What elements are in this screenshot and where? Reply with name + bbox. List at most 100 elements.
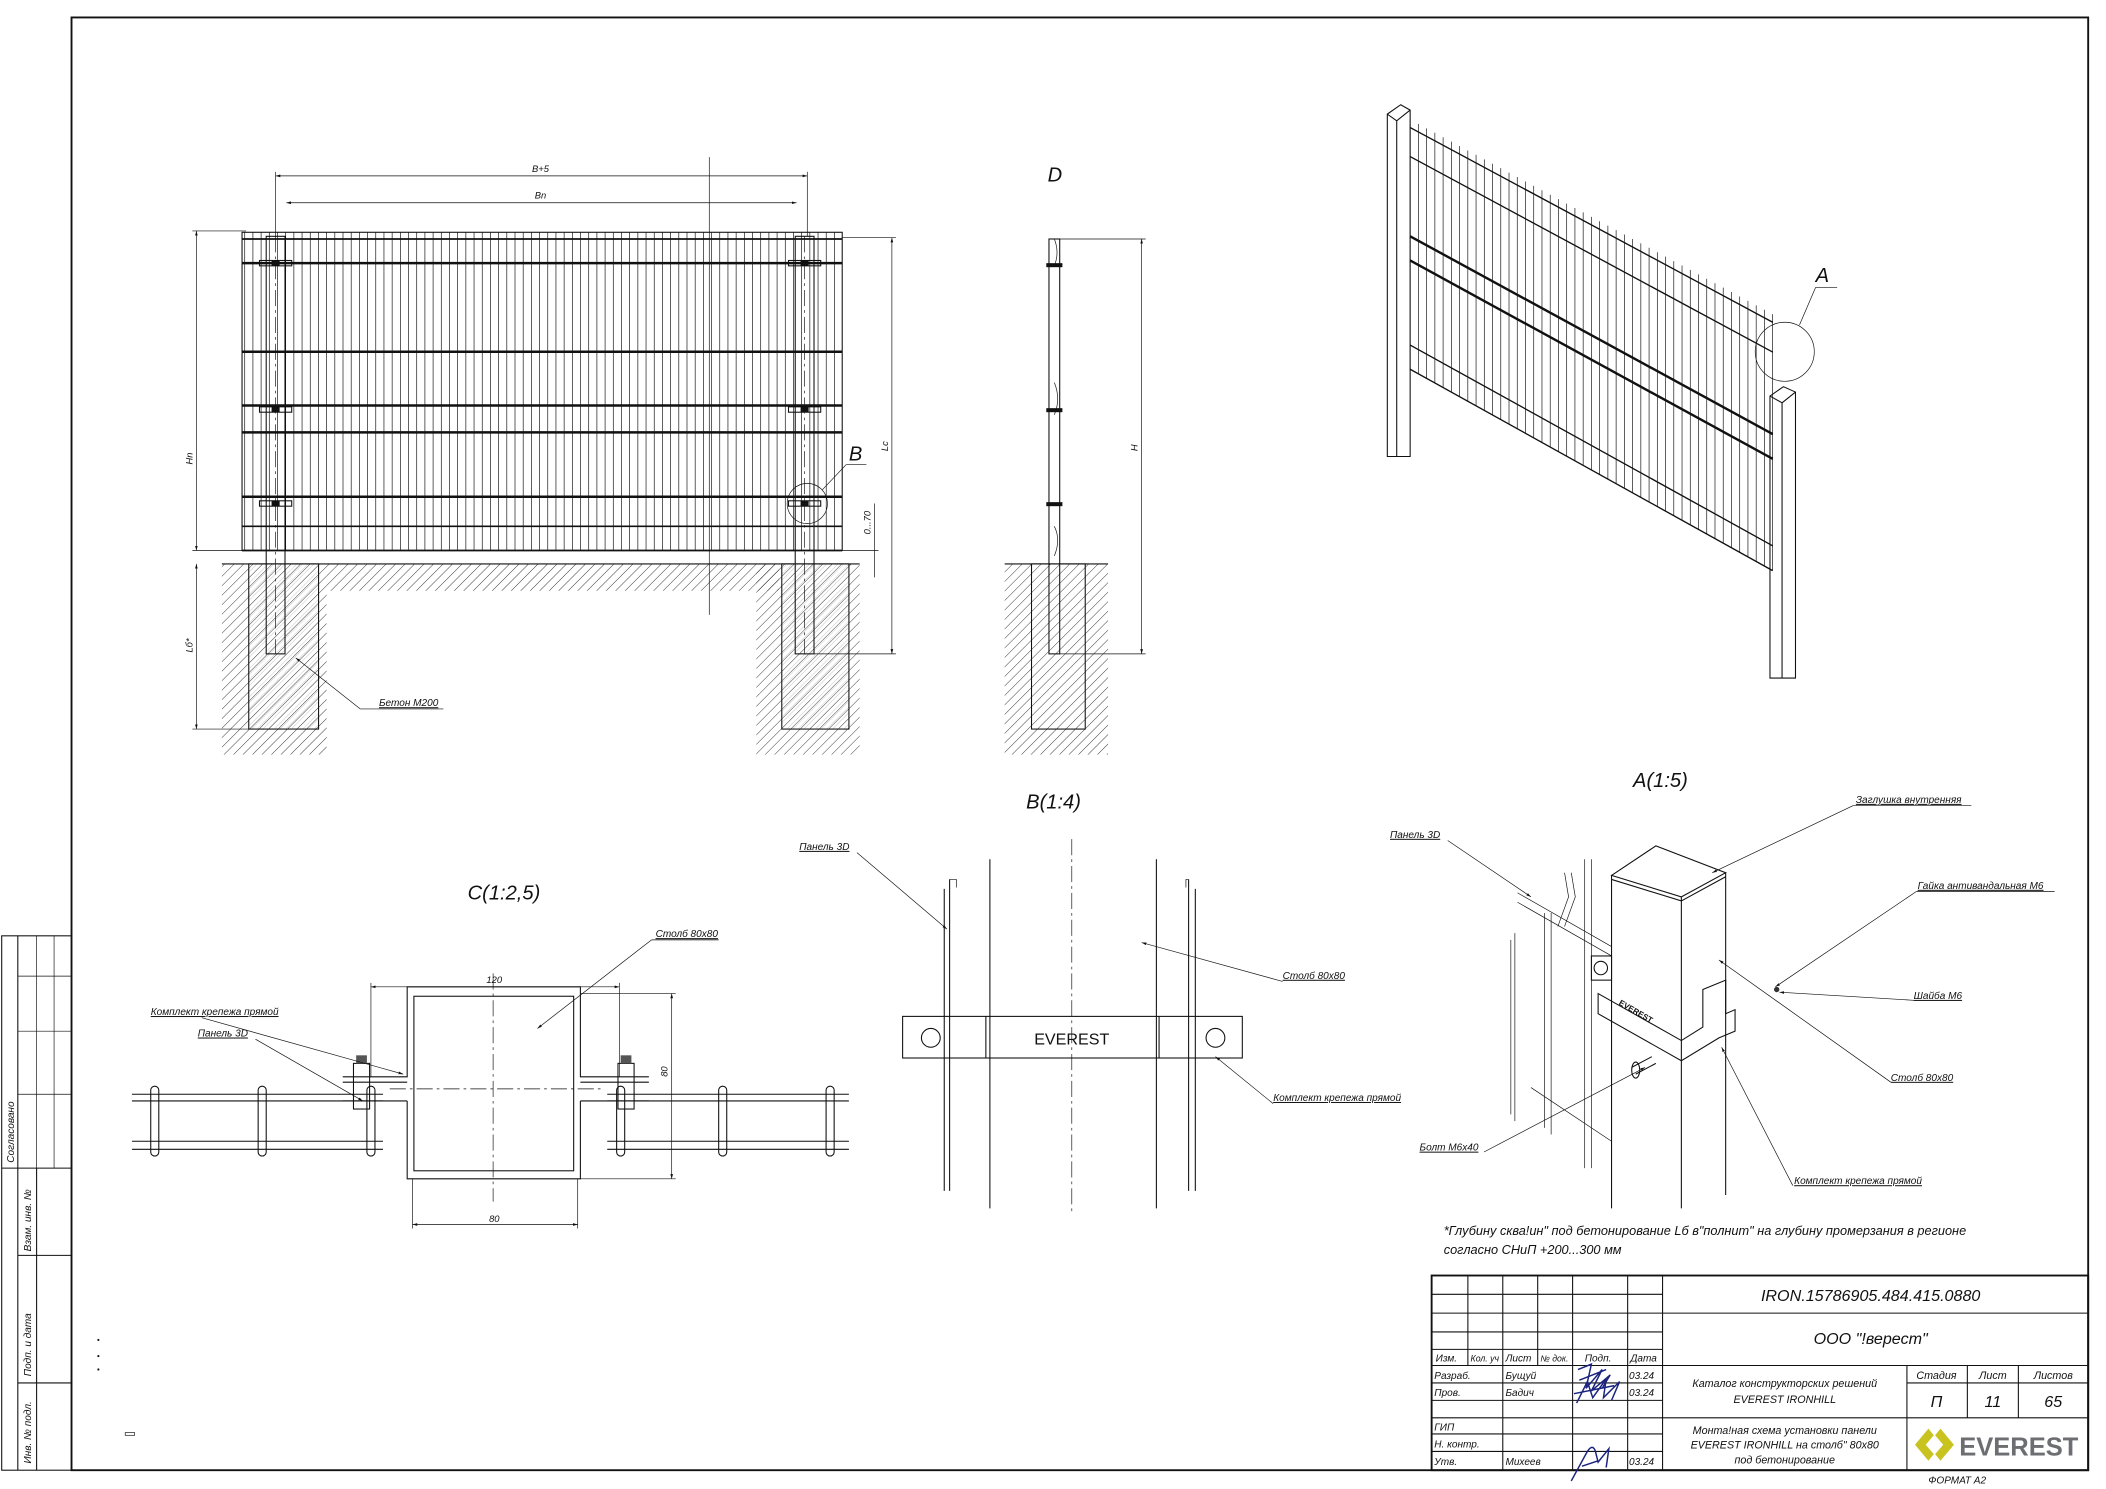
dim-80-side: 80 xyxy=(659,1066,670,1077)
everest-logo: EVEREST xyxy=(1914,1428,2079,1461)
section-view-c: C(1:2,5) 120 80 80 Столб 80х80 Комплект … xyxy=(131,883,849,1229)
callout-a: A xyxy=(1815,265,1829,287)
view-a-cap-label: Заглушка внутренняя xyxy=(1856,795,1962,806)
view-c-title: C(1:2,5) xyxy=(468,883,541,905)
role-date: 03.24 xyxy=(1629,1457,1655,1468)
role-date: 03.24 xyxy=(1629,1371,1655,1382)
view-a-kit-label: Комплект крепежа прямой xyxy=(1794,1176,1922,1187)
signature-3 xyxy=(1570,1446,1610,1482)
bracket-plate xyxy=(902,1015,1243,1059)
stamp-replace-inv: Взам. инв. № xyxy=(23,1189,34,1251)
sheets-header: Листов xyxy=(2033,1370,2073,1382)
view-b-panel-label: Панель 3D xyxy=(799,842,849,853)
role-label: Пров. xyxy=(1434,1388,1461,1399)
mesh-loop xyxy=(150,1085,160,1157)
side-stamp: Согласовано Взам. инв. № Подп. и дата Ин… xyxy=(1,935,73,1471)
sheets-value: 65 xyxy=(2044,1393,2062,1411)
callout-a-circle xyxy=(1754,321,1815,382)
dim-hn: Hn xyxy=(183,453,194,465)
panel-outline xyxy=(241,231,843,552)
signature-2 xyxy=(1573,1378,1621,1404)
drawing-title-line-3: под бетонирование xyxy=(1735,1454,1836,1466)
iso-mesh-bar xyxy=(1409,368,1773,572)
stage-value: П xyxy=(1931,1393,1943,1411)
view-b-kit-label: Комплект крепежа прямой xyxy=(1273,1093,1401,1104)
header-data: Дата xyxy=(1629,1353,1657,1364)
role-name: Бущуй xyxy=(1505,1371,1536,1382)
role-label: Н. контр. xyxy=(1434,1440,1479,1451)
catalog-line-2: EVEREST IRONHILL xyxy=(1733,1394,1836,1406)
detail-view-a: A(1:5) EVEREST Заглушка внутренняя Гайка… xyxy=(1390,770,2055,1209)
role-name: Бадич xyxy=(1505,1388,1534,1399)
concrete-label: Бетон М200 xyxy=(379,698,439,709)
header-kol: Кол. уч xyxy=(1471,1353,1500,1363)
mesh-loop xyxy=(257,1085,267,1157)
header-podp: Подп. xyxy=(1585,1353,1612,1364)
view-a-washer-label: Шайба М6 xyxy=(1914,990,1963,1002)
logo-text: EVEREST xyxy=(1959,1433,2078,1461)
view-c-panel-label: Панель 3D xyxy=(198,1029,248,1040)
side-view-d: D H xyxy=(1004,164,1146,755)
dim-lc: Lc xyxy=(879,441,890,451)
sheet-header: Лист xyxy=(1978,1370,2007,1382)
doc-number: IRON.15786905.484.415.0880 xyxy=(1761,1287,1980,1305)
dim-lb: Lб* xyxy=(183,638,194,652)
mesh-loop xyxy=(718,1085,728,1157)
header-izm: Изм. xyxy=(1436,1353,1457,1364)
view-a-title: A(1:5) xyxy=(1632,770,1688,792)
view-c-post-label: Столб 80х80 xyxy=(656,928,719,940)
view-c-kit-label: Комплект крепежа прямой xyxy=(151,1007,279,1018)
bracket-brand-text: EVEREST xyxy=(1617,998,1654,1025)
company-name: ООО "!верест" xyxy=(1814,1330,1929,1348)
view-b-post-label: Столб 80х80 xyxy=(1283,970,1346,982)
role-date: 03.24 xyxy=(1629,1388,1655,1399)
view-b-title: B(1:4) xyxy=(1026,791,1081,813)
logo-mark-icon xyxy=(1914,1428,1954,1461)
dim-80-bottom: 80 xyxy=(489,1213,500,1224)
format-label: ФОРМАТ А2 xyxy=(1928,1476,1986,1487)
dim-b5: B+5 xyxy=(532,163,550,174)
header-ndok: № док. xyxy=(1540,1353,1568,1363)
iso-mesh-bar xyxy=(1409,259,1774,460)
sheet-value: 11 xyxy=(1984,1393,2001,1411)
title-block: IRON.15786905.484.415.0880 ООО "!верест"… xyxy=(1430,1274,2090,1487)
dim-0-70: 0...70 xyxy=(861,510,872,534)
view-a-post-label: Столб 80х80 xyxy=(1891,1072,1954,1084)
view-a-panel-label: Панель 3D xyxy=(1390,830,1440,841)
view-a-bolt-label: Болт М6х40 xyxy=(1420,1143,1479,1154)
drawing-title-line-1: Монта!ная схема установки панели xyxy=(1693,1425,1877,1437)
note-line-1: *Глубину сква!ин" под бетонирование Lб в… xyxy=(1444,1223,1966,1238)
drawing-title-line-2: EVEREST IRONHILL на столб" 80х80 xyxy=(1691,1440,1879,1452)
main-elevation-view: B+5 Bn Hn Lб* Lc 0...70 B Бетон М200 xyxy=(183,157,896,755)
dim-120: 120 xyxy=(486,974,502,985)
fence-panel-mesh xyxy=(241,231,843,552)
callout-b: B xyxy=(849,444,862,466)
drawing-frame xyxy=(70,16,2090,1472)
role-name: Михеев xyxy=(1505,1457,1540,1468)
mesh-loop xyxy=(366,1085,376,1157)
stamp-agreed: Согласовано xyxy=(6,1101,17,1163)
stamp-sign-date: Подп. и дата xyxy=(23,1313,34,1376)
iso-mesh-bar xyxy=(1409,235,1774,436)
iso-mesh-bar xyxy=(1409,155,1773,353)
callout-b-circle xyxy=(786,483,828,524)
header-list: Лист xyxy=(1504,1353,1531,1364)
mesh-loop xyxy=(616,1085,626,1157)
catalog-line-1: Каталог конструкторских решений xyxy=(1692,1378,1877,1390)
mesh-loop xyxy=(825,1085,835,1157)
role-label: Утв. xyxy=(1433,1457,1457,1468)
role-label: Разраб. xyxy=(1434,1370,1470,1382)
stamp-inv-orig: Инв. № подл. xyxy=(23,1401,34,1463)
detail-view-b: B(1:4) EVEREST Панель 3D Столб 80х80 Ком… xyxy=(799,791,1401,1216)
iso-mesh-bar xyxy=(1409,344,1773,547)
view-a-nut-label: Гайка антивандальная М6 xyxy=(1918,881,2044,892)
iso-mesh-bar xyxy=(1409,126,1773,323)
signature-1 xyxy=(1577,1362,1611,1392)
dim-h: H xyxy=(1129,444,1140,451)
role-label: ГИП xyxy=(1434,1422,1455,1433)
plate-brand-text: EVEREST xyxy=(1034,1031,1109,1049)
dim-bn: Bn xyxy=(535,190,546,201)
isometric-view: A xyxy=(1386,104,1838,679)
side-view-title: D xyxy=(1048,164,1063,186)
